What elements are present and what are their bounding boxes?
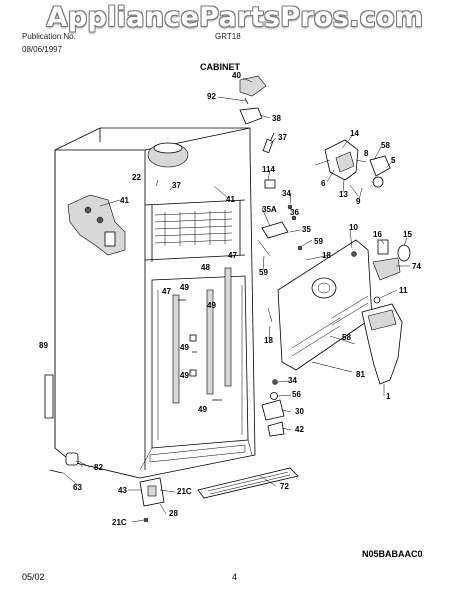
callout: 16 [373, 230, 382, 239]
callout: 18 [264, 336, 273, 345]
callout: 36 [290, 208, 299, 217]
callout: 13 [339, 190, 348, 199]
callout: 49 [180, 371, 189, 380]
model-code: GRT18 [215, 32, 241, 41]
diagram-code: N05BABAAC0 [362, 549, 423, 559]
callout: 41 [226, 195, 235, 204]
shelf-supports [172, 267, 232, 404]
callout: 49 [180, 283, 189, 292]
callout: 72 [280, 482, 289, 491]
evaporator-cover [267, 239, 381, 371]
callout: 18 [322, 251, 331, 260]
callout: 6 [321, 179, 326, 188]
callout: 56 [292, 390, 301, 399]
air-duct [361, 303, 403, 385]
callout: 8 [364, 149, 369, 158]
callout: 1 [386, 392, 391, 401]
callout: 34 [288, 376, 297, 385]
callout: 47 [162, 287, 171, 296]
callout: 58 [381, 141, 390, 150]
left-hinge-plate [67, 194, 126, 256]
callout: 48 [201, 263, 210, 272]
callout: 42 [295, 425, 304, 434]
callout: 22 [132, 173, 141, 182]
bottom-hinge [261, 379, 285, 437]
footer-date: 05/02 [22, 572, 45, 582]
callout: 37 [172, 181, 181, 190]
callout: 81 [356, 370, 365, 379]
callout: 9 [356, 197, 361, 206]
callout: 59 [259, 268, 268, 277]
kickplate-grille [197, 467, 299, 499]
callout: 74 [412, 262, 421, 271]
section-title: CABINET [200, 62, 240, 72]
roller-bracket [139, 477, 165, 523]
callout: 49 [207, 301, 216, 310]
leader-lines [61, 77, 410, 523]
callout: 15 [403, 230, 412, 239]
publication-date: 08/06/1997 [22, 45, 63, 54]
callout: 35 [302, 225, 311, 234]
callout: 14 [350, 129, 359, 138]
callout: 5 [391, 156, 396, 165]
damper-assembly [314, 139, 391, 197]
callout: 82 [94, 463, 103, 472]
publication-number: Publication No. [22, 32, 76, 41]
callout: 49 [198, 405, 207, 414]
center-brackets [257, 179, 303, 257]
callout: 89 [39, 341, 48, 350]
callout: 10 [349, 223, 358, 232]
callout: 34 [282, 189, 291, 198]
callout: 38 [272, 114, 281, 123]
callout: 59 [314, 237, 323, 246]
light-housing [147, 142, 189, 168]
callout: 35A [262, 205, 277, 214]
page-number: 4 [232, 572, 238, 582]
leveling-leg-parts [49, 452, 91, 474]
callout: 92 [207, 92, 216, 101]
callout: 40 [232, 71, 241, 80]
callout: 47 [228, 251, 237, 260]
cabinet-shell [44, 127, 256, 479]
callout: 21C [177, 487, 192, 496]
callout: 37 [278, 133, 287, 142]
callout: 49 [180, 343, 189, 352]
light-socket [372, 239, 411, 281]
callout: 30 [295, 407, 304, 416]
callout: 28 [169, 509, 178, 518]
callout-labels: 40 92 38 37 14 58 8 5 6 13 9 41 22 37 11… [39, 71, 421, 527]
top-hinge-parts [239, 75, 275, 154]
callout: 114 [262, 165, 275, 174]
callout: 58 [342, 333, 351, 342]
callout: 63 [73, 483, 82, 492]
watermark: AppliancePartsPros.com [46, 2, 424, 33]
callout: 21C [112, 518, 127, 527]
callout: 41 [120, 196, 129, 205]
callout: 11 [399, 286, 408, 295]
callout: 43 [118, 486, 127, 495]
